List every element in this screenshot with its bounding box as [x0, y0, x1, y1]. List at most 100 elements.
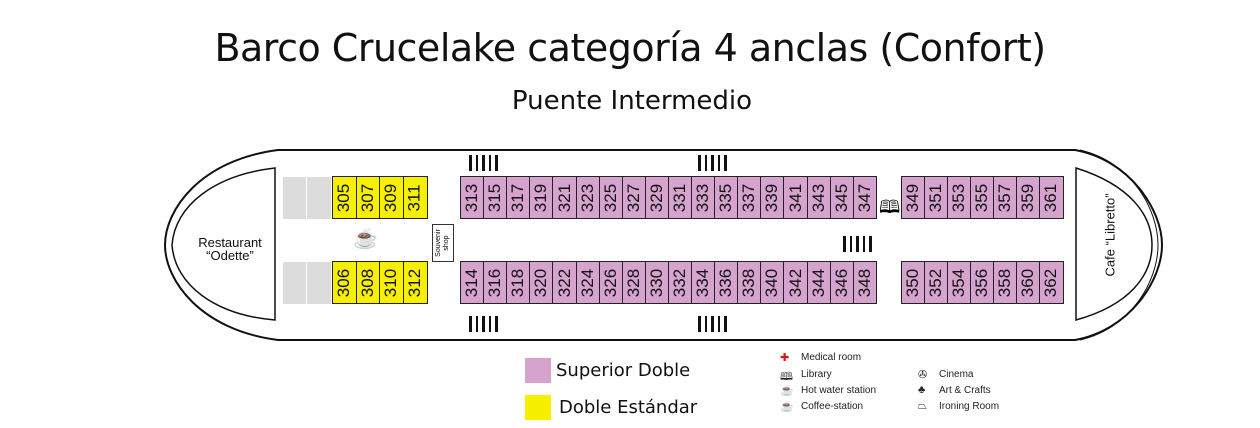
- cabin-320[interactable]: 320: [529, 261, 554, 304]
- cabin-324[interactable]: 324: [575, 261, 601, 304]
- cabin-344[interactable]: 344: [806, 261, 832, 304]
- cabin-number: 360: [1018, 268, 1038, 297]
- cabin-number: 359: [1018, 183, 1038, 212]
- cabin-308[interactable]: 308: [355, 261, 381, 304]
- cabin-335[interactable]: 335: [714, 176, 739, 219]
- cabin-number: 335: [716, 183, 736, 212]
- cabin-318[interactable]: 318: [506, 261, 531, 304]
- stairs-icon: [469, 155, 498, 171]
- cabin-314[interactable]: 314: [460, 261, 485, 304]
- legend-icon-label: Ironing Room: [939, 401, 1000, 412]
- cabin-361[interactable]: 361: [1039, 176, 1064, 219]
- cabin-327[interactable]: 327: [621, 176, 647, 219]
- cabin-358[interactable]: 358: [993, 261, 1018, 304]
- cabin-number: 351: [926, 183, 946, 212]
- cabin-325[interactable]: 325: [598, 176, 624, 219]
- legend-icon-label: Cinema: [939, 369, 974, 380]
- cabin-352[interactable]: 352: [924, 261, 949, 304]
- cabin-317[interactable]: 317: [506, 176, 531, 219]
- souvenir-shop[interactable]: Souvenir shop: [432, 224, 454, 262]
- cabin-323[interactable]: 323: [575, 176, 601, 219]
- cabin-306[interactable]: 306: [332, 261, 357, 304]
- cabin-350[interactable]: 350: [901, 261, 926, 304]
- cabin-331[interactable]: 331: [667, 176, 693, 219]
- cabin-359[interactable]: 359: [1016, 176, 1041, 219]
- cabin-number: 310: [381, 268, 401, 297]
- cabin-357[interactable]: 357: [993, 176, 1018, 219]
- cabin-316[interactable]: 316: [483, 261, 508, 304]
- cafe-label: Cafe “Libretto”: [1102, 193, 1118, 277]
- page-title: Barco Crucelake categoría 4 anclas (Conf…: [214, 26, 1046, 70]
- cabin-number: 330: [647, 268, 667, 297]
- cabin-340[interactable]: 340: [760, 261, 785, 304]
- cabin-313[interactable]: 313: [460, 176, 485, 219]
- service-room: [283, 262, 306, 304]
- cabin-342[interactable]: 342: [783, 261, 808, 304]
- cabin-number: 321: [554, 183, 574, 212]
- cabin-305[interactable]: 305: [332, 176, 357, 219]
- stairs-icon: [698, 316, 727, 332]
- cabin-347[interactable]: 347: [852, 176, 878, 219]
- cabin-310[interactable]: 310: [379, 261, 404, 304]
- cabin-329[interactable]: 329: [644, 176, 670, 219]
- cabin-345[interactable]: 345: [829, 176, 855, 219]
- cabin-346[interactable]: 346: [829, 261, 855, 304]
- cabin-number: 341: [785, 183, 805, 212]
- cabin-number: 322: [554, 268, 574, 297]
- cabin-355[interactable]: 355: [970, 176, 995, 219]
- cabin-number: 319: [531, 183, 551, 212]
- cabin-328[interactable]: 328: [621, 261, 647, 304]
- cabin-349[interactable]: 349: [901, 176, 926, 219]
- cabin-number: 307: [358, 183, 377, 212]
- cabin-number: 315: [485, 183, 505, 212]
- cabin-number: 337: [739, 183, 759, 212]
- cabin-353[interactable]: 353: [947, 176, 972, 219]
- cabin-330[interactable]: 330: [644, 261, 670, 304]
- cabin-number: 361: [1041, 183, 1061, 212]
- service-room: [307, 177, 331, 219]
- restaurant-name: Restaurant: [198, 235, 262, 250]
- cabin-333[interactable]: 333: [691, 176, 716, 219]
- legend-icon-label: Hot water station: [801, 385, 877, 396]
- cabin-341[interactable]: 341: [783, 176, 808, 219]
- cabin-number: 338: [739, 268, 759, 297]
- cabin-number: 318: [508, 268, 528, 297]
- stairs-icon: [843, 236, 872, 252]
- cabin-348[interactable]: 348: [852, 261, 878, 304]
- cabin-351[interactable]: 351: [924, 176, 949, 219]
- cabin-number: 331: [670, 183, 690, 212]
- cabin-356[interactable]: 356: [970, 261, 995, 304]
- stairs-icon: [698, 155, 727, 171]
- cabin-332[interactable]: 332: [667, 261, 693, 304]
- cabin-362[interactable]: 362: [1039, 261, 1064, 304]
- cabin-312[interactable]: 312: [402, 261, 428, 304]
- cabin-number: 350: [903, 268, 923, 297]
- cabin-315[interactable]: 315: [483, 176, 508, 219]
- cabin-354[interactable]: 354: [947, 261, 972, 304]
- cabin-336[interactable]: 336: [714, 261, 739, 304]
- cabin-334[interactable]: 334: [691, 261, 716, 304]
- cabin-326[interactable]: 326: [598, 261, 624, 304]
- cabin-339[interactable]: 339: [760, 176, 785, 219]
- cabin-number: 312: [405, 268, 424, 297]
- cabin-343[interactable]: 343: [806, 176, 832, 219]
- cabin-360[interactable]: 360: [1016, 261, 1041, 304]
- cabin-309[interactable]: 309: [379, 176, 404, 219]
- iron-icon: ⏢: [918, 400, 927, 412]
- cabin-338[interactable]: 338: [737, 261, 762, 304]
- cabin-number: 342: [785, 268, 805, 297]
- deck-subtitle: Puente Intermedio: [511, 86, 753, 116]
- legend-icon-label: Library: [801, 369, 832, 380]
- cabin-307[interactable]: 307: [355, 176, 381, 219]
- service-room: [307, 262, 331, 304]
- cabin-321[interactable]: 321: [552, 176, 577, 219]
- cabin-number: 314: [462, 268, 482, 297]
- cafe-area: [1075, 166, 1153, 321]
- cabin-311[interactable]: 311: [402, 176, 428, 219]
- cabin-322[interactable]: 322: [552, 261, 577, 304]
- cabin-319[interactable]: 319: [529, 176, 554, 219]
- legend-icon-label: Coffee-station: [801, 401, 864, 412]
- cabin-337[interactable]: 337: [737, 176, 762, 219]
- souvenir-label: Souvenir: [435, 229, 443, 257]
